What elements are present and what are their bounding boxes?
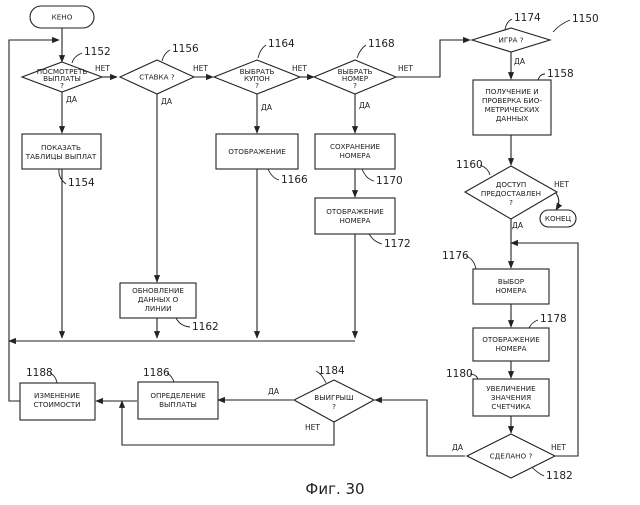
access-label-2: ПРЕДОСТАВЛЕН [481, 189, 541, 198]
increase-counter-label-2: ЗНАЧЕНИЯ [491, 393, 531, 402]
ref-1156: 1156 [172, 43, 199, 55]
display-number-label-2: НОМЕРА [339, 216, 370, 225]
ref-1178: 1178 [540, 313, 567, 325]
determine-payout-label-2: ВЫПЛАТЫ [159, 400, 197, 409]
win-label-1: ВЫИГРЫШ [314, 393, 353, 402]
end-label: КОНЕЦ [545, 214, 572, 223]
increase-counter-label-3: СЧЕТЧИКА [491, 402, 530, 411]
ref-1166: 1166 [281, 174, 308, 186]
update-line-label-2: ДАННЫХ О [138, 295, 179, 304]
ref-1174: 1174 [514, 12, 541, 24]
save-number-label-1: СОХРАНЕНИЕ [330, 142, 381, 151]
ref-1176: 1176 [442, 250, 469, 262]
coupon-no-label: НЕТ [292, 64, 307, 73]
select-number-label-2: НОМЕРА [495, 286, 526, 295]
ref-1164: 1164 [268, 38, 295, 50]
access-label-3: ? [509, 198, 513, 207]
ref-1158: 1158 [547, 68, 574, 80]
win-label-2: ? [332, 402, 336, 411]
choose-number-label-3: ? [353, 81, 357, 90]
bet-label: СТАВКА ? [139, 73, 175, 82]
biometric-label-1: ПОЛУЧЕНИЕ И [485, 87, 538, 96]
update-line-label-3: ЛИНИИ [145, 304, 172, 313]
ref-1180: 1180 [446, 368, 473, 380]
determine-payout-label-1: ОПРЕДЕЛЕНИЕ [150, 391, 206, 400]
biometric-label-2: ПРОВЕРКА БИО- [482, 96, 542, 105]
done-label: СДЕЛАНО ? [490, 452, 533, 461]
figure-ref-label: 1150 [572, 13, 599, 25]
edge-access-no [555, 192, 559, 210]
save-number-label-2: НОМЕРА [339, 151, 370, 160]
ref-1152: 1152 [84, 46, 111, 58]
access-yes-label: ДА [512, 221, 524, 230]
display-coupon-label: ОТОБРАЖЕНИЕ [228, 147, 286, 156]
game-label: ИГРА ? [498, 36, 523, 45]
done-yes-label: ДА [452, 443, 464, 452]
win-no-label: НЕТ [305, 423, 320, 432]
ref-1160: 1160 [456, 159, 483, 171]
ref-1184: 1184 [318, 365, 345, 377]
ref-1154: 1154 [68, 177, 95, 189]
show-pay-tables-label-1: ПОКАЗАТЬ [41, 143, 81, 152]
number-no-label: НЕТ [398, 64, 413, 73]
ref-1172: 1172 [384, 238, 411, 250]
view-payouts-label-3: ? [60, 81, 64, 90]
ref-1188: 1188 [26, 367, 53, 379]
start-label: КЕНО [52, 13, 73, 22]
done-no-label: НЕТ [551, 443, 566, 452]
ref-1162: 1162 [192, 321, 219, 333]
update-line-label-1: ОБНОВЛЕНИЕ [132, 286, 184, 295]
number-yes-label: ДА [359, 101, 371, 110]
game-yes-label: ДА [514, 57, 526, 66]
change-cost-label-1: ИЗМЕНЕНИЕ [34, 391, 80, 400]
display-number-2-label-1: ОТОБРАЖЕНИЕ [482, 335, 540, 344]
win-yes-label: ДА [268, 387, 280, 396]
view-yes-label: ДА [66, 95, 78, 104]
display-number-2-label-2: НОМЕРА [495, 344, 526, 353]
figure-caption: Фиг. 30 [305, 480, 364, 498]
figure-ref-leader [553, 20, 570, 32]
edge-loop-to-top [9, 40, 59, 401]
view-no-label: НЕТ [95, 64, 110, 73]
choose-coupon-label-3: ? [255, 81, 259, 90]
ref-1168: 1168 [368, 38, 395, 50]
increase-counter-label-1: УВЕЛИЧЕНИЕ [486, 384, 536, 393]
coupon-yes-label: ДА [261, 103, 273, 112]
select-number-label-1: ВЫБОР [498, 277, 525, 286]
change-cost-label-2: СТОИМОСТИ [33, 400, 80, 409]
biometric-label-4: ДАННЫХ [496, 114, 529, 123]
access-no-label: НЕТ [554, 180, 569, 189]
ref-1182: 1182 [546, 470, 573, 482]
ref-1170: 1170 [376, 175, 403, 187]
bet-yes-label: ДА [161, 97, 173, 106]
bet-no-label: НЕТ [193, 64, 208, 73]
access-label-1: ДОСТУП [496, 180, 526, 189]
display-number-label-1: ОТОБРАЖЕНИЕ [326, 207, 384, 216]
show-pay-tables-label-2: ТАБЛИЦЫ ВЫПЛАТ [25, 152, 97, 161]
ref-1186: 1186 [143, 367, 170, 379]
biometric-label-3: МЕТРИЧЕСКИХ [485, 105, 540, 114]
